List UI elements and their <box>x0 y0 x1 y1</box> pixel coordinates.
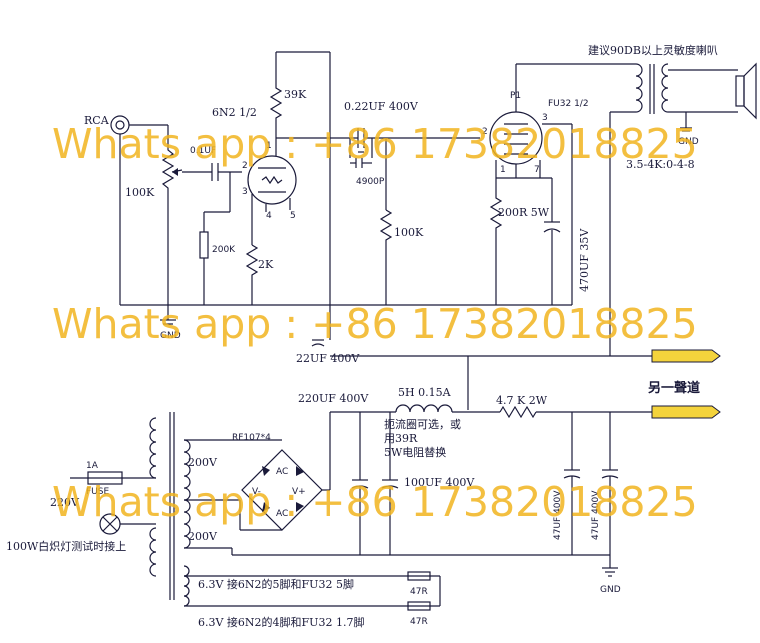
probe-upper <box>651 349 721 363</box>
rca-label: RCA <box>84 114 110 127</box>
svg-text:3: 3 <box>542 113 548 123</box>
tube-fu32-label: FU32 1/2 <box>548 99 589 109</box>
coupling-network: 0.22UF 400V 4900P 100K <box>344 100 480 305</box>
svg-text:1: 1 <box>266 141 272 151</box>
v200-bot-label: 200V <box>188 530 218 543</box>
svg-text:2: 2 <box>482 127 488 137</box>
gnd-psu-label: GND <box>600 585 621 595</box>
cap-220uf-label: 220UF 400V <box>298 392 369 405</box>
svg-text:AC: AC <box>276 467 288 477</box>
gnd-output-label: GND <box>678 137 699 147</box>
resistor-200r-label: 200R 5W <box>498 206 550 219</box>
cap-470uf-label: 470UF 35V <box>578 228 591 292</box>
resistor-39k-label: 39K <box>284 88 307 101</box>
resistor-4k7-label: 4.7 K 2W <box>496 394 548 407</box>
watermark-top: Whats app : +86 17382018825 <box>52 120 698 168</box>
svg-text:V-: V- <box>252 487 261 497</box>
resistor-2k-label: 2K <box>258 258 274 271</box>
speaker-icon <box>735 75 745 107</box>
speaker-note: 建议90DB以上灵敏度喇叭 <box>588 43 718 57</box>
resistor-100k <box>379 209 393 305</box>
choke-coil <box>395 404 453 413</box>
svg-text:V+: V+ <box>292 487 306 497</box>
fuse-rating-label: 1A <box>86 461 99 471</box>
svg-text:47R: 47R <box>410 617 428 627</box>
svg-text:4: 4 <box>266 211 272 221</box>
probe-lower <box>651 405 721 419</box>
svg-text:2: 2 <box>242 161 248 171</box>
svg-text:AC: AC <box>276 509 288 519</box>
power-supply: 220UF 400V 5H 0.15A 扼流圈可选，或 用39R 5W电阻替换 … <box>6 386 652 629</box>
v200-top-label: 200V <box>188 456 218 469</box>
ratio-label: 3.5-4K:0-4-8 <box>626 158 695 171</box>
cap-22uf-label: 22UF 400V <box>296 352 360 365</box>
cap-4900p-label: 4900P <box>356 177 385 187</box>
cap-47uf-a-label: 47UF 400V <box>553 490 563 540</box>
svg-text:用39R: 用39R <box>384 432 418 445</box>
resistor-4k7 <box>499 405 537 419</box>
cap-022uf-label: 0.22UF 400V <box>344 100 419 113</box>
svg-text:1: 1 <box>500 165 506 175</box>
resistor-2k <box>245 244 259 305</box>
volume-pot-100k <box>161 125 175 305</box>
output-stage: 建议90DB以上灵敏度喇叭 GND 3.5-4K:0-4-8 <box>588 43 757 356</box>
svg-text:5: 5 <box>290 211 296 221</box>
resistor-200k-label: 200K <box>212 245 236 255</box>
choke-label: 5H 0.15A <box>398 386 452 399</box>
watermark-middle: Whats app : +86 17382018825 <box>52 300 698 348</box>
watermark-bottom: Whats app : +86 17382018825 <box>52 478 698 526</box>
svg-text:3: 3 <box>242 187 248 197</box>
volume-pot-label: 100K <box>125 186 155 199</box>
resistor-47r-a <box>407 571 431 581</box>
tube-6n2-label: 6N2 1/2 <box>212 106 257 119</box>
resistor-200k <box>199 231 209 259</box>
gnd-input-label: GND <box>160 331 181 341</box>
cap-47uf-b-label: 47UF 400V <box>591 490 601 540</box>
cap-01uf-label: 0.1UF <box>190 146 216 156</box>
svg-text:47R: 47R <box>410 587 428 597</box>
b-plus-rail: 22UF 400V 另一聲道 <box>296 330 721 419</box>
resistor-100k-label: 100K <box>394 226 424 239</box>
fuse-label: FUSE <box>86 487 109 497</box>
resistor-39k <box>269 70 283 138</box>
fuse-icon <box>87 471 123 485</box>
svg-text:5W电阻替换: 5W电阻替换 <box>384 445 446 459</box>
lamp-note: 100W白炽灯测试时接上 <box>6 539 126 553</box>
heater1-label: 6.3V 接6N2的5脚和FU32 5脚 <box>198 577 354 591</box>
resistor-200r <box>489 178 503 305</box>
tube-fu32: P1 FU32 1/2 2 3 1 7 200R 5W 470UF 35V <box>482 63 636 305</box>
tube-6n2: 6N2 1/2 1 2 3 4 5 39K 2K <box>212 51 358 330</box>
svg-text:扼流圈可选，或: 扼流圈可选，或 <box>384 417 461 431</box>
mains-label: 220V <box>50 496 80 509</box>
rf107-label: RF107*4 <box>232 433 271 443</box>
heater2-label: 6.3V 接6N2的4脚和FU32 1.7脚 <box>198 615 364 629</box>
other-channel-label: 另一聲道 <box>648 380 700 396</box>
svg-text:7: 7 <box>534 165 540 175</box>
resistor-47r-b <box>407 601 431 611</box>
input-section: RCA 100K 0.1UF 200K <box>84 114 242 305</box>
cap-100uf-label: 100UF 400V <box>404 476 475 489</box>
bridge-rectifier <box>241 449 323 531</box>
